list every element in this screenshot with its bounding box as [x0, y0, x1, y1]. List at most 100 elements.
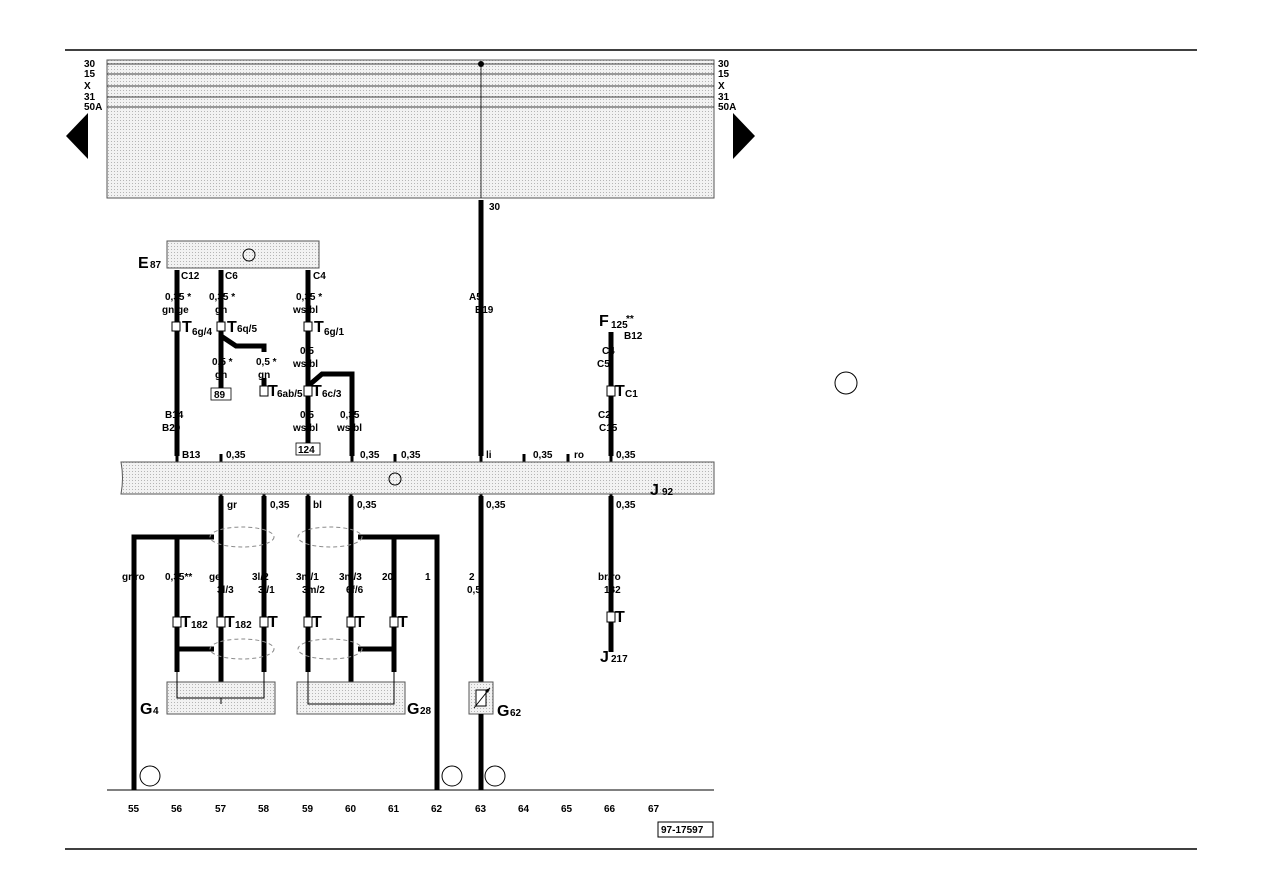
connector-t-glyph: T: [225, 614, 235, 631]
f125-pin: B12: [624, 331, 643, 342]
next-page-arrow-icon[interactable]: [733, 113, 755, 159]
rail-label-right-30: 30: [718, 59, 730, 70]
track-number-66: 66: [604, 804, 616, 815]
pin-c4-bottom: gr: [227, 500, 237, 511]
g4-letter: G: [140, 701, 152, 718]
brbl-size: C2: [598, 410, 611, 421]
rail-label-right-31: 31: [718, 92, 730, 103]
connector-t-glyph: T: [268, 614, 278, 631]
j92-component: [120, 461, 715, 495]
connector-t-glyph: T: [312, 614, 322, 631]
gn-05b-size: 0,5 *: [256, 357, 277, 368]
conn-6ab5-icon: [259, 385, 269, 397]
rail-label-left-15: 15: [84, 69, 96, 80]
ref-124-box: [295, 442, 321, 456]
track-number-58: 58: [258, 804, 270, 815]
g28-component: [296, 681, 406, 715]
shield-g28-bottom: [297, 638, 363, 660]
conn-6c3-icon: [303, 385, 313, 397]
conn-6g4-label: 6g/4: [192, 327, 212, 338]
size-57: ge: [209, 572, 221, 583]
j92-letter: J: [650, 482, 659, 499]
conn-3l3-label: 182: [191, 620, 208, 631]
reference-circle-icon: [834, 371, 858, 395]
brbl-color: C15: [599, 423, 618, 434]
connector-t-glyph: T: [355, 614, 365, 631]
e87-sub: 87: [150, 260, 162, 271]
conn-6q5-icon: [216, 321, 226, 332]
size-59: 3m/1: [296, 572, 319, 583]
track-number-62: 62: [431, 804, 443, 815]
connector-t-glyph: T: [181, 614, 191, 631]
track-number-60: 60: [345, 804, 357, 815]
conn-6c3-label: 6c/3: [322, 389, 342, 400]
ref-124: 124: [298, 445, 315, 456]
size-58: 3l/2: [252, 572, 269, 583]
conn-6g4-icon: [171, 321, 181, 332]
wire-30-label: 30: [489, 202, 501, 213]
wire-62: [358, 534, 440, 790]
ground-ref-63-icon: [484, 765, 506, 787]
track-number-61: 61: [388, 804, 400, 815]
pin-c15: 0,35: [486, 500, 506, 511]
rail-label-right-15: 15: [718, 69, 730, 80]
e87-symbol-icon: [242, 248, 256, 262]
pin-b9: 0,35: [360, 450, 380, 461]
pin-c11: 0,35: [226, 450, 246, 461]
pin-c6: C6: [225, 271, 238, 282]
wire-wsbl-bridge: [306, 371, 355, 456]
size-55: gr/ro: [122, 572, 145, 583]
wire-ro-color: B19: [475, 305, 494, 316]
connector-6f6-icon: [606, 611, 616, 623]
gn-05-color: gn: [215, 370, 227, 381]
rail-label-right-50A: 50A: [718, 102, 736, 113]
color-63: 0,5: [467, 585, 481, 596]
j92-symbol-icon: [388, 472, 402, 486]
pin-c1: bl: [313, 500, 322, 511]
track-number-64: 64: [518, 804, 530, 815]
size-61: 20: [382, 572, 394, 583]
color-57: 3l/3: [217, 585, 234, 596]
connector-housing-icon: [346, 616, 356, 628]
ground-ref-55-icon: [139, 765, 161, 787]
pin-b20: li: [486, 450, 492, 461]
rail-label-right-X: X: [718, 81, 725, 92]
gnge-035-color: B20: [162, 423, 181, 434]
f125-sub: 125: [611, 320, 628, 331]
size-62: 1: [425, 572, 431, 583]
rail-label-left-50A: 50A: [84, 102, 102, 113]
c6-color: gn: [215, 305, 227, 316]
pin-b13: 0,35: [616, 500, 636, 511]
ref-89-box: [210, 387, 232, 401]
conn-6q5-label: 6q/5: [237, 324, 257, 335]
wsbl-035-size: 0,35: [340, 410, 360, 421]
pin-a5: 0,35: [533, 450, 553, 461]
track-number-57: 57: [215, 804, 227, 815]
c6-size: 0,35 *: [209, 292, 235, 303]
pin-c4-top: C4: [313, 271, 326, 282]
conn-6ab5-label: 6ab/5: [277, 389, 303, 400]
g28-letter: G: [407, 701, 419, 718]
shield-g4-top: [209, 526, 275, 548]
track-number-59: 59: [302, 804, 314, 815]
drawing-number: 97-17597: [661, 825, 704, 836]
e87-letter: E: [138, 255, 149, 272]
j92-sub: 92: [662, 487, 674, 498]
c4-size: 0,35 *: [296, 292, 322, 303]
f125-mark: **: [626, 314, 634, 325]
gn-05-size: 0,5 *: [212, 357, 233, 368]
rail-label-left-31: 31: [84, 92, 96, 103]
shield-g28-top: [297, 526, 363, 548]
connector-t-glyph: T: [398, 614, 408, 631]
prev-page-arrow-icon[interactable]: [66, 113, 88, 159]
track-number-55: 55: [128, 804, 140, 815]
wsbl-05-size: 0,5: [300, 346, 314, 357]
g28-sub: 28: [420, 706, 432, 717]
wsbl-05b-size: 0,5: [300, 410, 314, 421]
conn-6g1-icon: [303, 321, 313, 332]
f125-letter: F: [599, 313, 609, 330]
j217-letter: J: [600, 649, 609, 666]
pin-c5: 0,35: [270, 500, 290, 511]
